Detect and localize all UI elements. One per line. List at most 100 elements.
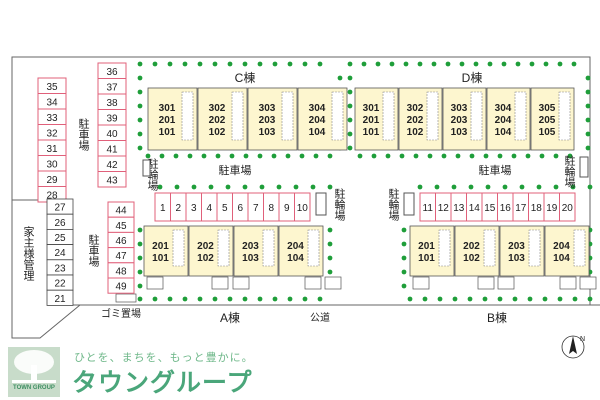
tree-dot: [497, 153, 503, 159]
parking-slot-number: 12: [438, 203, 450, 214]
tree-dot: [327, 227, 333, 233]
mid-column-slot: 49: [107, 277, 135, 294]
tree-dot: [302, 61, 308, 67]
parking-slot-number: 10: [297, 203, 309, 214]
north-arrow-needle: [569, 336, 577, 354]
tree-dot: [571, 61, 577, 67]
owner-slot: 22: [46, 274, 74, 291]
tree-dot: [485, 184, 491, 190]
mid-column-slot: 47: [107, 247, 135, 264]
tree-dot: [201, 153, 207, 159]
parking-slot-number: 34: [46, 97, 58, 108]
unit-number: 201: [152, 241, 169, 252]
unit-number: 203: [451, 115, 468, 126]
parking-slot-number: 28: [46, 190, 58, 201]
tree-dot: [327, 153, 333, 159]
unit-number: 201: [418, 241, 435, 252]
unit-number: 203: [259, 115, 276, 126]
unit-stairs: [281, 91, 294, 141]
parking-label-mid: 駐車場: [87, 233, 100, 268]
mid-column-slot: 45: [107, 216, 135, 233]
unit-number: 101: [159, 127, 176, 138]
building-b-label: B棟: [487, 310, 507, 325]
tree-dot: [257, 153, 263, 159]
parking-slot-number: 39: [106, 113, 118, 124]
tree-dot: [403, 61, 409, 67]
mid-column-slot: 46: [107, 231, 135, 249]
storage-box: [497, 276, 515, 290]
tree-dot: [225, 184, 231, 190]
parking-slot-number: 46: [115, 236, 127, 247]
tree-dot: [257, 296, 263, 302]
tree-dot: [152, 296, 158, 302]
north-label: N: [580, 336, 585, 343]
tree-dot: [197, 296, 203, 302]
parking-slot-number: 17: [515, 203, 527, 214]
tree-dot: [553, 153, 559, 159]
unit-number: 204: [553, 241, 570, 252]
tree-dot: [527, 296, 533, 302]
owner-slot-number: 27: [54, 203, 66, 214]
bike-label-d: 駐輪場: [563, 154, 576, 189]
parking-slot: [559, 192, 576, 222]
tree-dot: [519, 184, 525, 190]
tree-dot: [525, 153, 531, 159]
tree-dot: [137, 241, 143, 247]
parking-slot-number: 35: [46, 82, 58, 93]
unit-number: 104: [495, 127, 512, 138]
company-logo: TOWN GROUP ひとを、まちを、もっと豊かに。 タウングループ: [0, 343, 600, 400]
tree-dot: [137, 255, 143, 261]
owner-parking-label: 家主様管理: [22, 225, 35, 281]
owner-slot-number: 25: [54, 233, 66, 244]
unit-stairs: [528, 229, 541, 267]
tree-dot: [455, 153, 461, 159]
tree-dot: [317, 296, 323, 302]
b-row-slot: 20: [559, 192, 576, 222]
unit-stairs: [470, 91, 483, 141]
owner-slot: 24: [46, 244, 74, 261]
left-column-slot: 29: [37, 170, 67, 187]
tree-dot: [441, 153, 447, 159]
top-column-slot: 41: [97, 140, 127, 157]
logo-subtitle: TOWN GROUP: [13, 385, 55, 391]
b-row-slot: 12: [435, 192, 452, 222]
parking-slot-number: 44: [115, 206, 127, 217]
unit-stairs: [558, 91, 571, 141]
parking-label-center: 駐車場: [219, 163, 252, 177]
tree-dot: [167, 61, 173, 67]
tree-dot: [482, 296, 488, 302]
parking-slot-number: 37: [106, 82, 118, 93]
tree-dot: [361, 61, 367, 67]
tree-dot: [137, 103, 143, 109]
tree-dot: [417, 61, 423, 67]
left-column-slot: 31: [37, 139, 67, 156]
owner-slot-number: 26: [54, 218, 66, 229]
tree-dot: [585, 75, 591, 81]
tree-dot: [157, 184, 163, 190]
tree-dot: [567, 153, 573, 159]
tree-dot: [585, 131, 591, 137]
tree-dot: [570, 184, 576, 190]
unit-number: 104: [309, 127, 326, 138]
tree-dot: [191, 184, 197, 190]
parking-slot-number: 33: [46, 113, 58, 124]
owner-slot-box: [46, 289, 74, 306]
left-column-slot: 30: [37, 155, 67, 172]
parking-slot-number: 11: [423, 203, 434, 214]
garbage-label: ゴミ置場: [101, 307, 141, 320]
mid-column-slot: 44: [107, 201, 135, 218]
tree-dot: [459, 61, 465, 67]
parking-slot-number: 29: [46, 175, 58, 186]
parking-label-left: 駐車場: [77, 117, 90, 152]
storage-box: [477, 276, 495, 290]
tree-dot: [167, 296, 173, 302]
top-column-slot: 40: [97, 124, 127, 141]
unit-number: 202: [463, 241, 480, 252]
bike-label-a: 駐輪場: [333, 187, 346, 222]
tree-dot: [543, 61, 549, 67]
tree-dot: [401, 241, 407, 247]
storage-box: [304, 276, 322, 290]
unit-number: 302: [407, 103, 424, 114]
tree-dot: [242, 184, 248, 190]
